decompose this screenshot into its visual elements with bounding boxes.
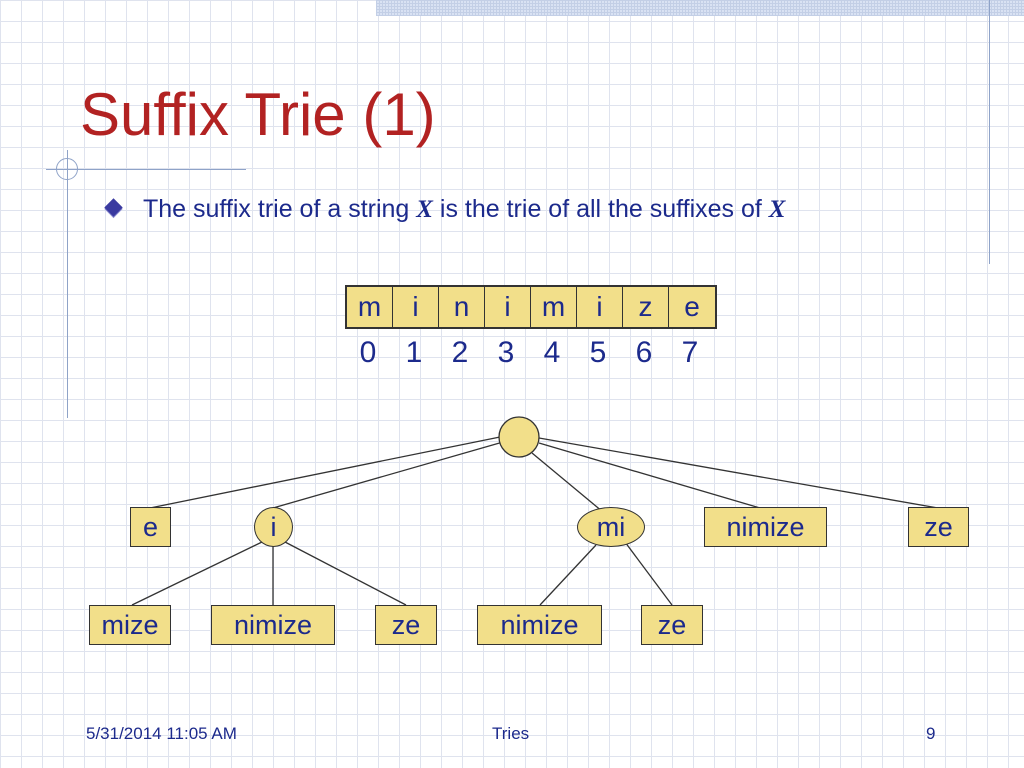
trie-root-node <box>498 416 540 458</box>
footer-date: 5/31/2014 11:05 AM <box>86 724 237 743</box>
footer-title: Tries <box>492 724 530 743</box>
trie-node-e: e <box>130 507 171 547</box>
trie-node-i-nimize: nimize <box>211 605 335 645</box>
string-index: 1 <box>405 336 423 369</box>
bullet-text-part: is the trie of all the suffixes of <box>432 195 769 223</box>
edge-root-mi <box>531 452 604 513</box>
variable-x: X <box>768 196 786 223</box>
bullet-text: The suffix trie of a string X is the tri… <box>143 195 785 224</box>
string-index: 4 <box>543 336 561 369</box>
trie-node-i-ze: ze <box>375 605 437 645</box>
trie-node-mi-ze: ze <box>641 605 703 645</box>
string-index: 7 <box>681 336 699 369</box>
string-index: 6 <box>635 336 653 369</box>
string-char: i <box>393 287 439 327</box>
variable-x: X <box>416 196 433 223</box>
trie-node-i-mize: mize <box>89 605 171 645</box>
slide-title: Suffix Trie (1) <box>80 81 436 148</box>
string-index: 3 <box>497 336 515 369</box>
left-decor-line <box>67 150 68 418</box>
footer-page-number: 9 <box>926 724 936 743</box>
string-index: 5 <box>589 336 607 369</box>
edge-i-mize <box>131 541 263 606</box>
crosshair-icon <box>56 158 78 180</box>
trie-node-mi-nimize: nimize <box>477 605 602 645</box>
string-char: z <box>623 287 669 327</box>
header-pattern-band <box>376 0 1024 16</box>
trie-node-nimize: nimize <box>704 507 827 547</box>
bullet-text-part: The suffix trie of a string <box>143 195 417 223</box>
string-array: m i n i m i z e <box>345 285 717 329</box>
string-index: 2 <box>451 336 469 369</box>
edge-root-nimize <box>538 442 761 509</box>
edge-i-ze <box>284 541 407 606</box>
edge-root-e <box>149 436 501 509</box>
right-decor-line <box>989 0 990 264</box>
trie-node-ze: ze <box>908 507 969 547</box>
edge-root-ze <box>538 437 939 509</box>
edge-mi-ze <box>624 541 673 606</box>
string-char: n <box>439 287 485 327</box>
edge-root-i <box>272 441 504 509</box>
string-char: e <box>684 291 700 322</box>
string-char: i <box>577 287 623 327</box>
trie-node-mi: mi <box>577 507 645 547</box>
string-char: m <box>347 287 393 327</box>
string-char: m <box>531 287 577 327</box>
trie-node-i: i <box>254 507 293 547</box>
string-char: i <box>485 287 531 327</box>
string-index: 0 <box>359 336 377 369</box>
title-underline <box>46 169 246 170</box>
string-index-row: 0 1 2 3 4 5 6 7 <box>345 336 713 370</box>
edge-mi-nimize <box>539 544 597 606</box>
